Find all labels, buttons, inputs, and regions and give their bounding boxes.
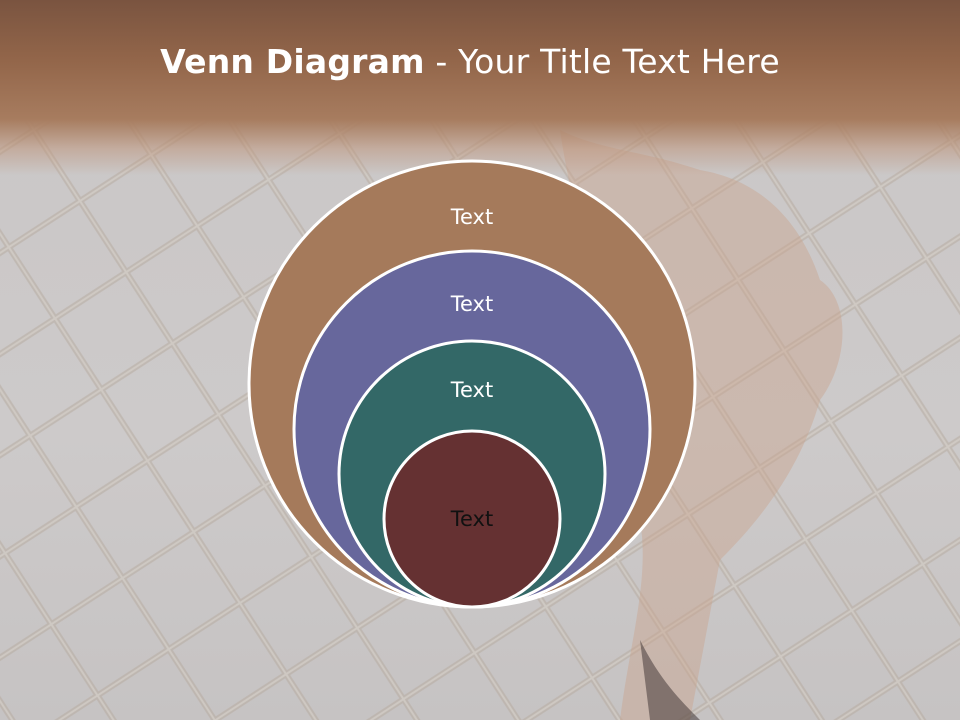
third-circle-label: Text: [450, 378, 494, 402]
second-circle-label: Text: [450, 292, 494, 316]
title-rest: - Your Title Text Here: [424, 42, 780, 81]
title-bold: Venn Diagram: [160, 42, 425, 81]
inner-circle-label: Text: [450, 507, 494, 531]
outer-circle-label: Text: [450, 205, 494, 229]
header-band: [0, 0, 960, 175]
inner-circle: [382, 429, 562, 609]
slide-title: Venn Diagram - Your Title Text Here: [0, 40, 940, 84]
